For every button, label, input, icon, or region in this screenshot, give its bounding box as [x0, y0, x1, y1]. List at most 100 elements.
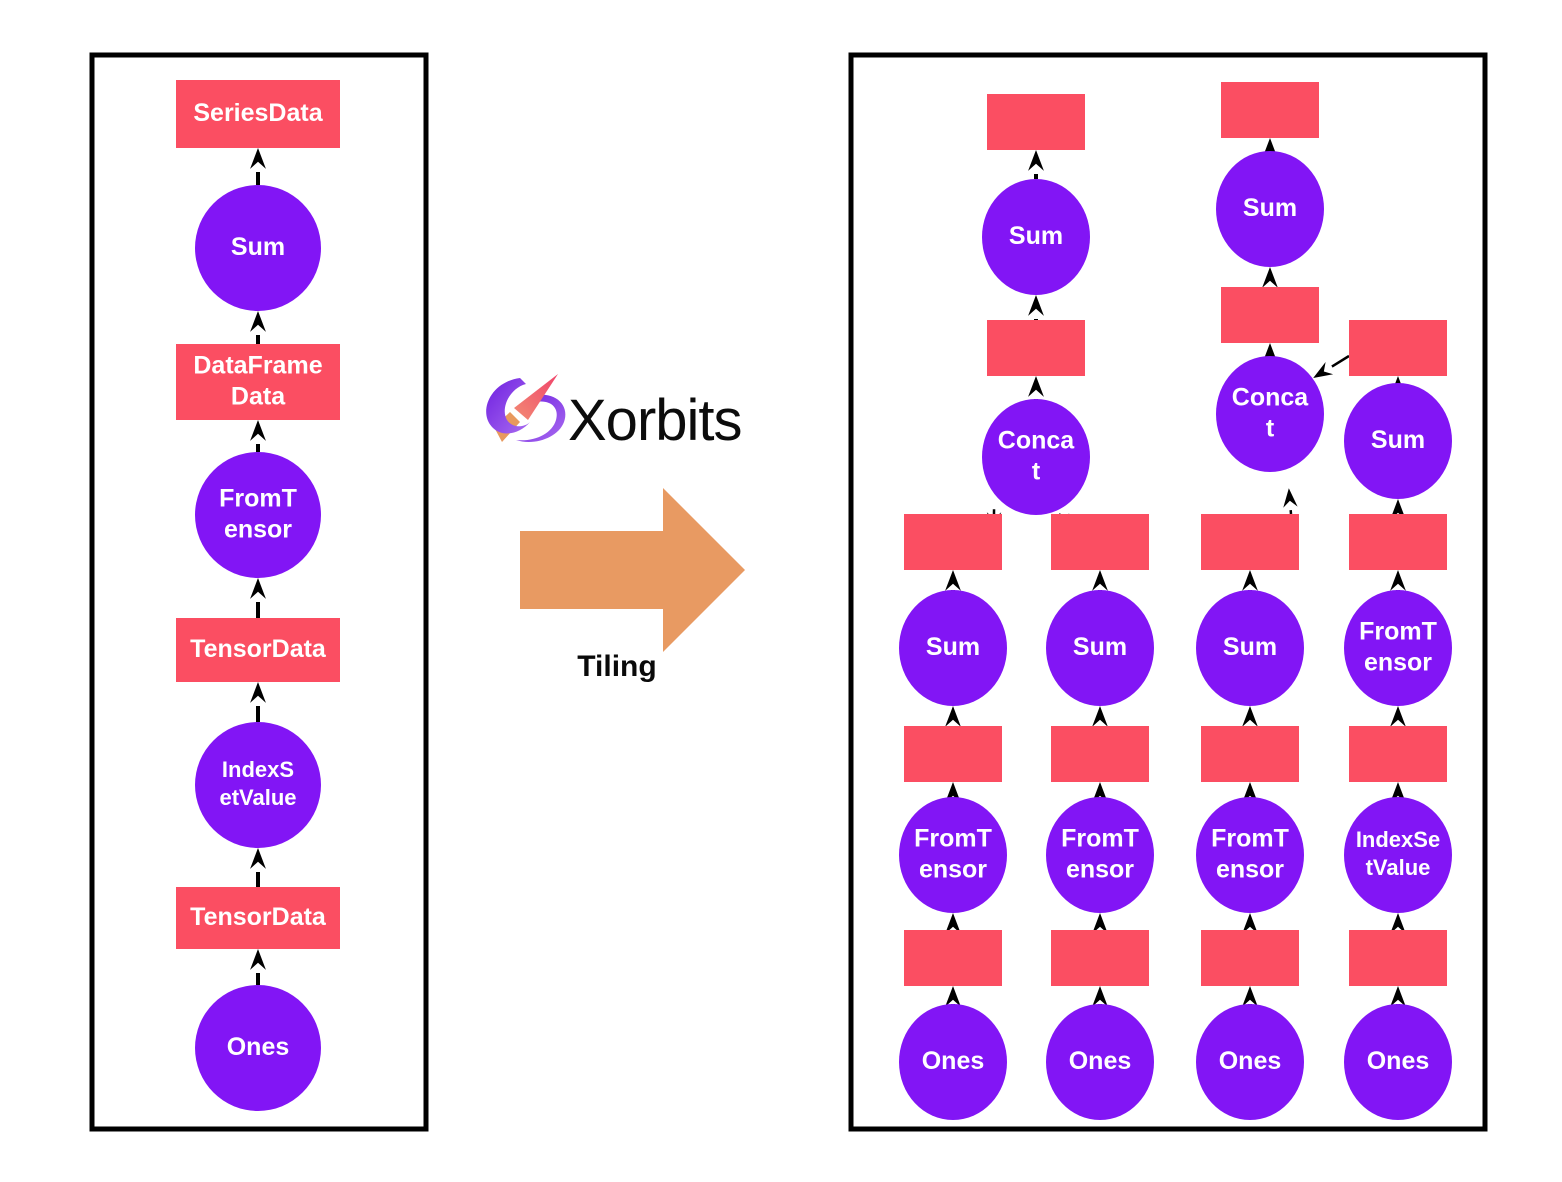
- op-node-shape[interactable]: [899, 797, 1007, 913]
- data-node-shape[interactable]: [176, 618, 340, 682]
- edge-arrowhead: [1242, 986, 1258, 1007]
- edge-arrowhead: [1313, 361, 1334, 379]
- op-node-shape[interactable]: [1046, 797, 1154, 913]
- op-node-shape[interactable]: [1196, 797, 1304, 913]
- data-node[interactable]: [1221, 82, 1319, 138]
- op-node[interactable]: Ones: [899, 1004, 1007, 1120]
- left-panel-edges: [250, 148, 266, 985]
- data-node-shape[interactable]: [1201, 930, 1299, 986]
- edge-arrowhead: [250, 311, 266, 332]
- op-node[interactable]: Sum: [1046, 590, 1154, 706]
- op-node[interactable]: Sum: [195, 185, 321, 311]
- data-node[interactable]: [1349, 930, 1447, 986]
- data-node-shape[interactable]: [1349, 726, 1447, 782]
- op-node-shape[interactable]: [195, 452, 321, 578]
- op-node-shape[interactable]: [1344, 1004, 1452, 1120]
- data-node[interactable]: [1201, 930, 1299, 986]
- data-node[interactable]: [1221, 287, 1319, 343]
- data-node-shape[interactable]: [1201, 514, 1299, 570]
- op-node-shape[interactable]: [1344, 797, 1452, 913]
- op-node-shape[interactable]: [982, 399, 1090, 515]
- node-label: Ones: [1069, 1047, 1132, 1075]
- node-label: Sum: [1223, 633, 1277, 661]
- data-node-shape[interactable]: [904, 514, 1002, 570]
- data-node-shape[interactable]: [1221, 82, 1319, 138]
- op-node[interactable]: Sum: [1196, 590, 1304, 706]
- data-node[interactable]: [1201, 726, 1299, 782]
- data-node-shape[interactable]: [176, 80, 340, 148]
- data-node[interactable]: [1051, 514, 1149, 570]
- data-node-shape[interactable]: [176, 344, 340, 420]
- data-node[interactable]: TensorData: [176, 887, 340, 949]
- data-node-shape[interactable]: [1221, 287, 1319, 343]
- op-node[interactable]: Ones: [195, 985, 321, 1111]
- data-node[interactable]: [904, 726, 1002, 782]
- data-node[interactable]: [1349, 320, 1447, 376]
- op-node-shape[interactable]: [1344, 383, 1452, 499]
- data-node-shape[interactable]: [987, 94, 1085, 150]
- op-node-shape[interactable]: [1216, 151, 1324, 267]
- op-node-shape[interactable]: [195, 985, 321, 1111]
- edge-arrowhead: [1092, 706, 1108, 727]
- data-node-shape[interactable]: [904, 726, 1002, 782]
- data-node-shape[interactable]: [1051, 930, 1149, 986]
- op-node-shape[interactable]: [1046, 590, 1154, 706]
- op-node-shape[interactable]: [195, 722, 321, 848]
- data-node[interactable]: [904, 514, 1002, 570]
- data-node-shape[interactable]: [1349, 320, 1447, 376]
- op-node[interactable]: Sum: [899, 590, 1007, 706]
- edge-arrowhead: [1028, 376, 1044, 397]
- data-node[interactable]: [1051, 726, 1149, 782]
- op-node-shape[interactable]: [1344, 590, 1452, 706]
- op-node[interactable]: Ones: [1344, 1004, 1452, 1120]
- edge-arrowhead: [250, 578, 266, 599]
- op-node[interactable]: Ones: [1196, 1004, 1304, 1120]
- data-node[interactable]: SeriesData: [176, 80, 340, 148]
- op-node-shape[interactable]: [982, 179, 1090, 295]
- data-node-shape[interactable]: [904, 930, 1002, 986]
- node-label: TensorData: [190, 635, 327, 663]
- data-node-shape[interactable]: [1349, 930, 1447, 986]
- data-node-shape[interactable]: [1201, 726, 1299, 782]
- op-node-shape[interactable]: [899, 1004, 1007, 1120]
- data-node[interactable]: [987, 94, 1085, 150]
- data-node-shape[interactable]: [176, 887, 340, 949]
- edge-arrowhead: [1242, 570, 1258, 591]
- op-node-shape[interactable]: [1216, 356, 1324, 472]
- op-node[interactable]: Ones: [1046, 1004, 1154, 1120]
- data-node[interactable]: [987, 320, 1085, 376]
- node-label: Sum: [231, 233, 285, 261]
- data-node[interactable]: [1201, 514, 1299, 570]
- data-node[interactable]: [1051, 930, 1149, 986]
- data-node[interactable]: TensorData: [176, 618, 340, 682]
- data-node[interactable]: [1349, 726, 1447, 782]
- data-node-shape[interactable]: [987, 320, 1085, 376]
- data-node[interactable]: [1349, 514, 1447, 570]
- data-node-shape[interactable]: [1349, 514, 1447, 570]
- op-node[interactable]: Sum: [1344, 383, 1452, 499]
- data-node-shape[interactable]: [1051, 726, 1149, 782]
- data-node-shape[interactable]: [1051, 514, 1149, 570]
- op-node-shape[interactable]: [195, 185, 321, 311]
- op-node-shape[interactable]: [1196, 1004, 1304, 1120]
- data-node[interactable]: [904, 930, 1002, 986]
- op-node-shape[interactable]: [1196, 590, 1304, 706]
- op-node-shape[interactable]: [899, 590, 1007, 706]
- op-node[interactable]: Sum: [1216, 151, 1324, 267]
- op-node-shape[interactable]: [1046, 1004, 1154, 1120]
- op-node[interactable]: Sum: [982, 179, 1090, 295]
